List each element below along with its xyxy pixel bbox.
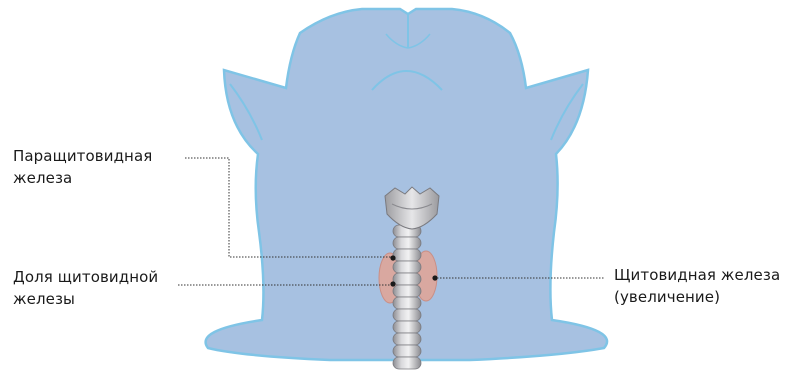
thyroid-lobe-marker (390, 281, 395, 286)
trachea (393, 225, 421, 369)
label-thyroid-line2: (увеличение) (614, 286, 780, 308)
label-parathyroid: Паращитовидная железа (13, 145, 152, 189)
label-thyroid-line1: Щитовидная железа (614, 264, 780, 286)
label-parathyroid-line1: Паращитовидная (13, 145, 152, 167)
parathyroid-marker (390, 255, 395, 260)
label-parathyroid-line2: железа (13, 167, 152, 189)
label-thyroid-lobe-line1: Доля щитовидной (13, 266, 158, 288)
label-thyroid: Щитовидная железа (увеличение) (614, 264, 780, 308)
label-thyroid-lobe-line2: железы (13, 288, 158, 310)
thyroid-marker (432, 275, 437, 280)
label-thyroid-lobe: Доля щитовидной железы (13, 266, 158, 310)
